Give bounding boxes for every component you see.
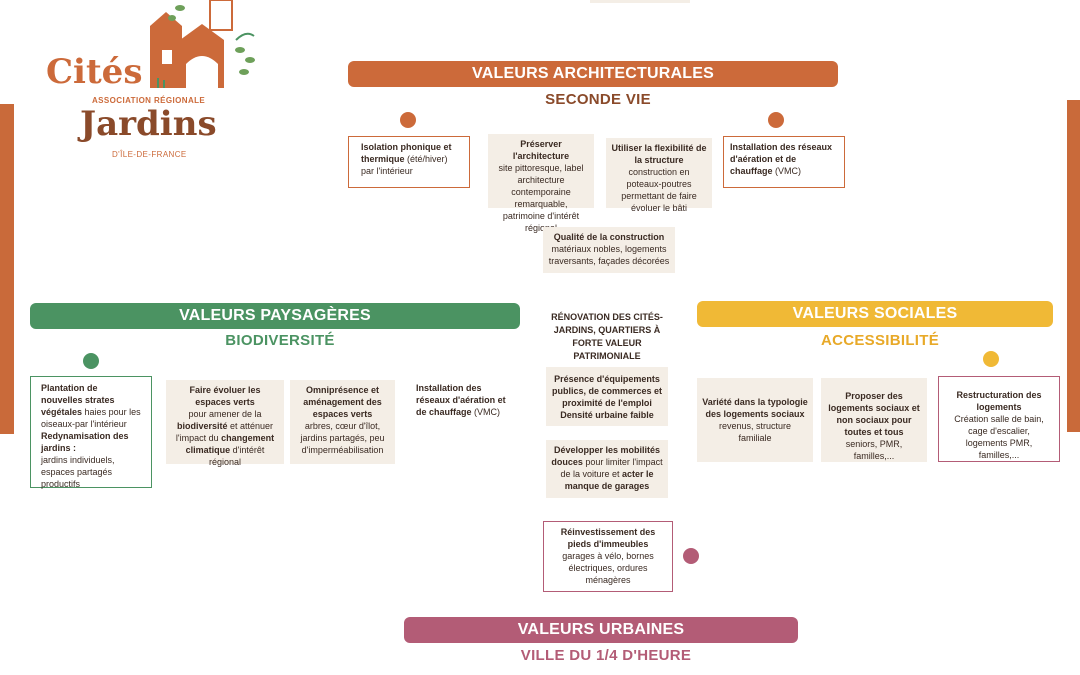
right-side-bar xyxy=(1067,100,1080,432)
box-construction-quality: Qualité de la construction matériaux nob… xyxy=(543,227,675,273)
logo: Cités ASSOCIATION RÉGIONALE Jardins D'ÎL… xyxy=(40,0,260,170)
logo-line-4: D'ÎLE-DE-FRANCE xyxy=(112,150,187,159)
box-plantation-text: haies pour les oiseaux-par l'intérieur xyxy=(41,407,141,429)
box-mobility-text: pour limiter l'impact de la voiture et xyxy=(560,457,663,479)
box-quality-text: matériaux nobles, logements traversants,… xyxy=(548,244,670,266)
box-plantation-title: Plantation de nouvelles strates végétale… xyxy=(41,383,115,417)
box-isolation-text: (été/hiver) par l'intérieur xyxy=(361,154,448,176)
box-plantation: Plantation de nouvelles strates végétale… xyxy=(30,376,152,489)
box-ground-title: Réinvestissement des pieds d'immeubles xyxy=(560,527,656,549)
box-networks-arch: Installation des réseaux d'aération et d… xyxy=(723,136,845,188)
box-networks-arch-title: Installation des réseaux d'aération et d… xyxy=(730,142,833,176)
box-green-title: Faire évoluer les espaces verts xyxy=(189,385,261,407)
box-green-text-2: et atténuer l'impact du xyxy=(175,421,274,443)
box-networks-arch-text: (VMC) xyxy=(775,166,802,176)
landscape-subtitle: BIODIVERSITÉ xyxy=(225,332,335,349)
box-green-text-3: d'intérêt régional xyxy=(208,445,265,467)
box-soft-mobility: Développer les mobilités douces pour lim… xyxy=(546,440,668,498)
box-mobility-bold-2: acter le manque de garages xyxy=(564,469,654,491)
box-typology-title: Variété dans la typologie des logements … xyxy=(702,397,808,419)
box-green-bold-3: changement climatique xyxy=(185,433,275,455)
box-flexibility-text: construction en poteaux-poutres permetta… xyxy=(621,167,697,213)
urban-header: VALEURS URBAINES xyxy=(404,617,798,643)
box-housing-offer: Proposer des logements sociaux et non so… xyxy=(821,378,927,462)
top-center-tab xyxy=(590,0,690,3)
box-ground-floors: Réinvestissement des pieds d'immeubles g… xyxy=(543,521,673,592)
box-equipment: Présence d'équipements publics, de comme… xyxy=(546,367,668,426)
box-preserve-title: Préserver l'architecture xyxy=(512,139,570,161)
box-omni-text: arbres, cœur d'îlot, jardins partagés, p… xyxy=(300,421,385,455)
social-subtitle: ACCESSIBILITÉ xyxy=(820,332,940,349)
box-flexibility-title: Utiliser la flexibilité de la structure xyxy=(611,143,707,165)
box-networks-land-text: (VMC) xyxy=(474,407,501,417)
box-networks-land-title: Installation des réseaux d'aération et d… xyxy=(416,383,506,417)
logo-line-3: Jardins xyxy=(80,104,217,144)
box-plantation-title-2: Redynamisation des jardins : xyxy=(41,431,129,453)
box-typology: Variété dans la typologie des logements … xyxy=(697,378,813,462)
urban-subtitle: VILLE DU 1/4 D'HEURE xyxy=(520,647,692,664)
box-quality-title: Qualité de la construction xyxy=(553,232,665,242)
architectural-header: VALEURS ARCHITECTURALES xyxy=(348,61,838,87)
logo-line-2: ASSOCIATION RÉGIONALE xyxy=(92,96,206,105)
box-preserve-architecture: Préserver l'architecture site pittoresqu… xyxy=(488,134,594,233)
box-restructuring: Restructuration des logements Création s… xyxy=(938,376,1060,462)
box-restructuring-text: Création salle de bain, cage d'escalier,… xyxy=(954,414,1044,460)
box-green-bold-2: biodiversité xyxy=(176,421,228,431)
box-ground-text: garages à vélo, bornes électriques, ordu… xyxy=(562,551,654,585)
box-networks-landscape: Installation des réseaux d'aération et d… xyxy=(410,380,520,424)
box-offer-text: seniors, PMR, familles,... xyxy=(845,439,903,461)
box-green-spaces: Faire évoluer les espaces verts pour ame… xyxy=(166,380,284,467)
houses-logo-icon xyxy=(150,0,255,88)
social-header: VALEURS SOCIALES xyxy=(697,301,1053,327)
box-omni-title: Omniprésence et aménagement des espaces … xyxy=(303,385,382,419)
landscape-header: VALEURS PAYSAGÈRES xyxy=(30,303,520,329)
box-mobility-title: Développer les mobilités douces xyxy=(551,445,661,467)
logo-line-1: Cités xyxy=(46,52,143,92)
box-restructuring-title: Restructuration des logements xyxy=(956,390,1042,412)
box-omnipresence: Omniprésence et aménagement des espaces … xyxy=(290,380,395,464)
box-isolation-title: Isolation phonique et thermique xyxy=(361,142,452,164)
box-isolation: Isolation phonique et thermique (été/hiv… xyxy=(348,136,470,188)
box-green-text: pour amener de la xyxy=(188,409,262,419)
box-flexibility: Utiliser la flexibilité de la structure … xyxy=(606,138,712,213)
landscape-dot xyxy=(83,353,99,369)
box-equipment-title: Présence d'équipements publics, de comme… xyxy=(551,374,663,420)
box-offer-title: Proposer des logements sociaux et non so… xyxy=(828,391,920,437)
architectural-dot-left xyxy=(400,112,416,128)
urban-dot xyxy=(683,548,699,564)
box-typology-text: revenus, structure familiale xyxy=(718,421,792,443)
box-plantation-text-2: jardins individuels, espaces partagés pr… xyxy=(41,455,115,489)
architectural-dot-right xyxy=(768,112,784,128)
social-dot xyxy=(983,351,999,367)
box-preserve-text: site pittoresque, label architecture con… xyxy=(498,163,584,233)
architectural-subtitle: SECONDE VIE xyxy=(545,91,651,108)
center-title: RÉNOVATION DES CITÉS-JARDINS, QUARTIERS … xyxy=(551,312,663,361)
left-side-bar xyxy=(0,104,14,434)
